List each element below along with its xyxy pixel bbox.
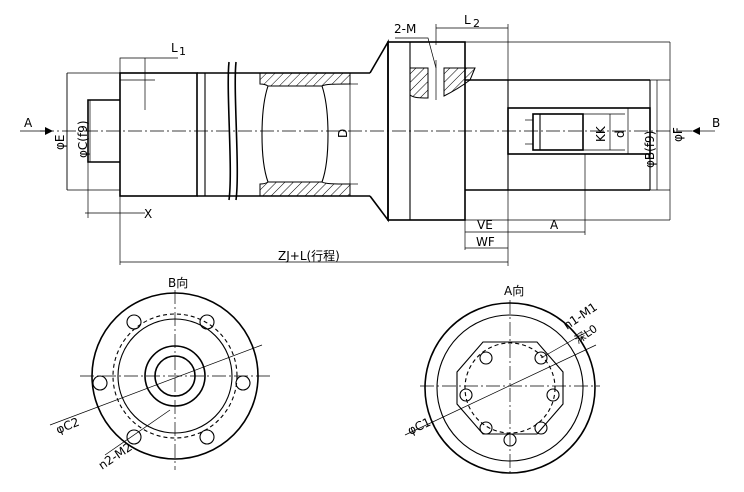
flange-outline-b [91, 292, 259, 460]
label-view-a: A向 [504, 283, 524, 298]
label-ve: VE [477, 218, 493, 232]
label-phi-c1: φC1 [405, 415, 433, 438]
front-flange [387, 41, 466, 221]
label-wf: WF [476, 235, 495, 249]
dimension-labels: 2-M L 2 L 1 φE φC(f9) D KK d φB(f9) φF X… [24, 13, 720, 472]
cylinder-side-view [20, 24, 715, 266]
break-line-left [227, 61, 232, 201]
label-l2-sub: 2 [473, 17, 480, 30]
piston-rod [507, 107, 651, 155]
label-phi-f: φF [671, 127, 685, 142]
bolt-hole [126, 314, 142, 330]
bolt-hole [534, 351, 548, 365]
label-a-dim: A [550, 218, 559, 232]
view-b-flange [49, 290, 270, 470]
left-end-cap [119, 72, 198, 197]
label-2-m: 2-M [394, 22, 416, 36]
bolt-hole [199, 314, 215, 330]
flange-outline-a [424, 302, 596, 474]
label-kk: KK [594, 125, 608, 142]
label-phi-c-f9: φC(f9) [76, 120, 90, 158]
barrel-wall-top [259, 72, 351, 87]
bolt-hole [459, 388, 473, 402]
bolt-hole [235, 375, 251, 391]
label-phi-e: φE [53, 135, 67, 151]
left-pilot [87, 99, 120, 163]
view-a-flange [404, 300, 600, 475]
rod-thread-kk [532, 113, 584, 151]
bolt-hole [534, 421, 548, 435]
label-d-rod: d [613, 130, 627, 138]
break-line-right [234, 61, 239, 201]
thread-hole-left [409, 67, 429, 99]
label-arrow-b: B [712, 116, 720, 130]
label-view-b: B向 [168, 275, 188, 290]
label-d-bore: D [336, 129, 350, 138]
label-x: X [144, 207, 152, 221]
label-l2: L [464, 13, 471, 27]
bolt-hole [479, 351, 493, 365]
label-l1: L [171, 41, 178, 55]
label-phi-c2: φC2 [54, 415, 81, 437]
label-n2-m2: n2-M2 [96, 440, 135, 473]
label-l1-sub: 1 [179, 45, 186, 58]
barrel-wall-bottom [259, 181, 351, 197]
bolt-hole [546, 388, 560, 402]
label-arrow-a: A [24, 116, 33, 130]
thread-hole-right [443, 67, 476, 97]
bolt-hole [503, 433, 517, 447]
bolt-hole [199, 429, 215, 445]
bolt-hole [479, 421, 493, 435]
bolt-hole [126, 429, 142, 445]
label-zj-l: ZJ+L(行程) [278, 248, 340, 263]
label-phi-b-f9: φB(f9) [643, 131, 657, 168]
bolt-hole [92, 375, 108, 391]
hex-boss [456, 341, 564, 435]
